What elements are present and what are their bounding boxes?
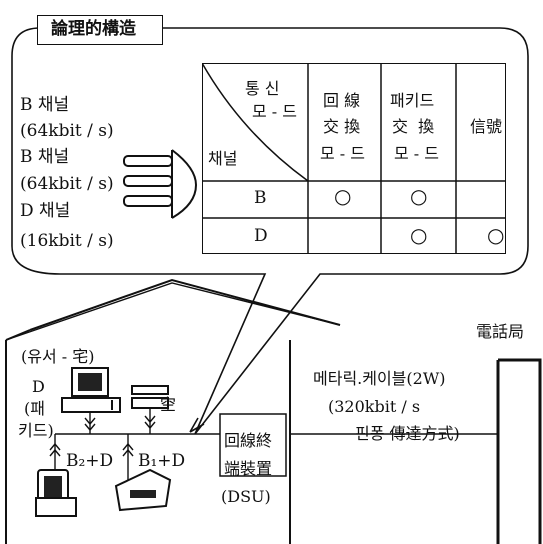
- channel-d-rate: (16kbit / s): [20, 231, 114, 251]
- b1-plus-d-label: B₁+D: [138, 451, 186, 471]
- method-label: 핀퐁 傳達方式): [355, 424, 460, 443]
- cable-label: 메타릭.케이블(2W): [313, 369, 446, 388]
- channel-mode-table: [201, 62, 506, 254]
- d-packet-label-3: 키드): [18, 421, 54, 440]
- corner-header-channel: 채널: [208, 149, 238, 168]
- corner-header-mode-line1: 통 신: [245, 79, 280, 98]
- col-header-circuit-l1: 回 線: [323, 91, 361, 110]
- d-packet-label-2: (패: [24, 399, 45, 418]
- fax-icon: [114, 434, 172, 512]
- channel-b1-rate: (64kbit / s): [20, 121, 114, 141]
- empty-label: 空: [160, 395, 177, 414]
- bubble-title-box: [37, 15, 163, 45]
- col-header-packet-l1: 패키드: [390, 91, 435, 110]
- telephone-icon: [35, 434, 77, 517]
- col-header-circuit-l3: 모 - 드: [320, 144, 366, 163]
- col-header-signal: 信號: [470, 117, 503, 136]
- user-home-label: (유서 - 宅): [21, 347, 95, 366]
- dsu-label-3: (DSU): [221, 487, 271, 506]
- channel-b2-rate: (64kbit / s): [20, 174, 114, 194]
- station-label: 電話局: [476, 322, 525, 341]
- row-label-d: D: [254, 226, 268, 246]
- house-roof: [29, 278, 341, 331]
- dsu-label-1: 回線終: [224, 431, 273, 450]
- rate-label: (320kbit / s: [328, 397, 421, 416]
- station-building: [496, 358, 542, 544]
- computer-icon: [61, 367, 121, 413]
- house-wall: [5, 329, 291, 544]
- mark-d-packet: ○: [410, 223, 428, 247]
- col-header-packet-l2: 交 換: [392, 117, 435, 136]
- mark-d-signal: ○: [487, 223, 505, 247]
- dsu-box: [219, 413, 287, 477]
- channel-d-name: D 채널: [20, 201, 71, 221]
- bubble-title: 論理的構造: [51, 19, 136, 39]
- channel-b2-name: B 채널: [20, 147, 70, 167]
- channel-b1-name: B 채널: [20, 95, 70, 115]
- dsu-label-2: 端裝置: [224, 459, 273, 478]
- b2-plus-d-label: B₂+D: [66, 451, 114, 471]
- channel-plug-icon: [123, 149, 198, 219]
- speech-bubble-outline: [11, 27, 529, 435]
- col-header-circuit-l2: 交 換: [323, 117, 361, 136]
- corner-header-mode-line2: 모 - 드: [252, 102, 298, 121]
- d-packet-label-1: D: [32, 377, 45, 396]
- row-label-b: B: [254, 188, 267, 208]
- col-header-packet-l3: 모 - 드: [394, 144, 440, 163]
- mark-b-packet: ○: [410, 184, 428, 208]
- mark-b-circuit: ○: [334, 184, 352, 208]
